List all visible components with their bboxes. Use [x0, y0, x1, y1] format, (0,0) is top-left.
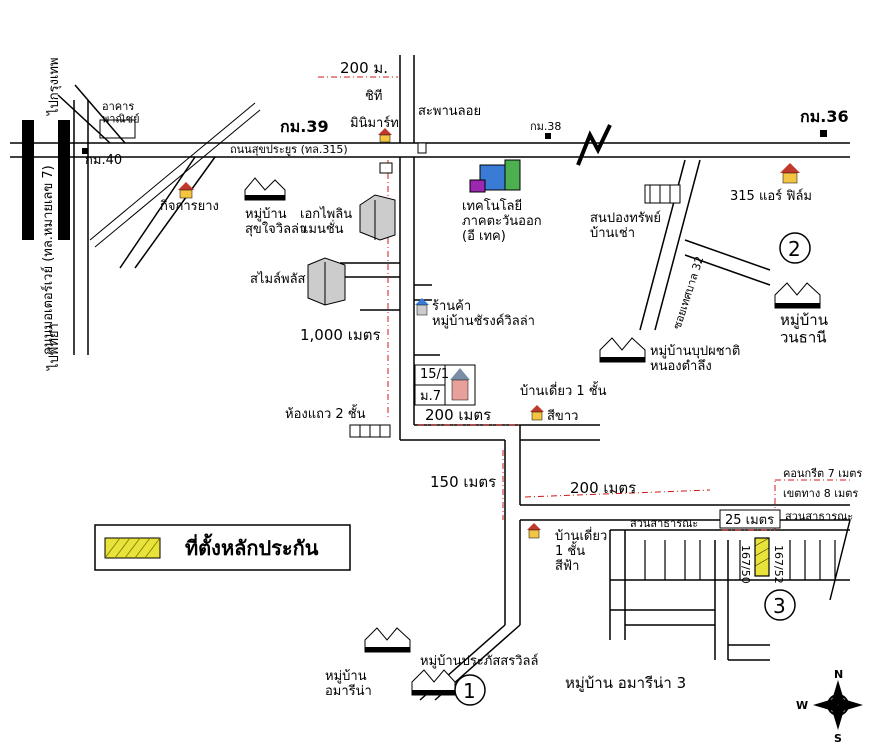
number-markers: 2 3 1 — [454, 232, 811, 706]
legend: ที่ตั้งหลักประกัน — [94, 524, 351, 571]
label-house-15-1: 15/1 — [420, 367, 449, 382]
map-icons — [82, 119, 827, 696]
label-prasat: หมู่บ้านประภัสสรวิลล์ — [420, 653, 538, 669]
label-km36: กม.36 — [800, 107, 849, 126]
village-icon-wanthanee — [774, 282, 821, 309]
label-single-house-1: บ้านเดี่ยว 1 ชั้น — [520, 381, 607, 399]
house-icon-minimart — [378, 128, 392, 143]
collateral-plot — [754, 537, 770, 577]
marker-3-label: 3 — [773, 594, 786, 618]
label-km40: กม.40 — [85, 153, 122, 168]
label-amarina: หมู่บ้านอมารีน่า — [325, 669, 372, 699]
label-wanthanee: หมู่บ้านวนธานี — [780, 311, 828, 346]
label-chiti: ชิที — [365, 88, 382, 104]
label-sapan-loi: สะพานลอย — [418, 104, 481, 119]
label-dist-25m: 25 เมตร — [725, 513, 774, 528]
house-icon-air-film — [780, 163, 800, 184]
label-minimart: มินิมาร์ท — [350, 115, 399, 131]
label-dist-200m-mid: 200 เมตร — [425, 406, 491, 424]
label-dist-1000m: 1,000 เมตร — [300, 326, 381, 344]
label-km39: กม.39 — [280, 117, 329, 136]
km38-marker — [545, 133, 551, 139]
label-width-8m: เขตทาง 8 เมตร — [783, 487, 858, 500]
compass-w: W — [796, 699, 808, 712]
label-to-pattaya: ไปพัทยา — [46, 323, 62, 371]
label-soi-32: ซอยเทศบาล 32 — [670, 255, 706, 331]
label-dist-200m-top: 200 ม. — [340, 59, 388, 77]
building-icon-smile-plus — [307, 257, 346, 306]
label-plot-50: 167/50 — [739, 545, 752, 584]
house-icon-blue — [527, 523, 541, 539]
label-plot-52: 167/52 — [772, 545, 785, 584]
label-townhouse: ห้องแถว 2 ชั้น — [285, 404, 366, 422]
building-icon-savings — [644, 184, 681, 204]
house-icon-shop — [415, 298, 429, 316]
label-dist-200m-lower: 200 เมตร — [570, 479, 636, 497]
legend-collateral-label: ที่ตั้งหลักประกัน — [185, 533, 319, 560]
label-house-moo7: ม.7 — [420, 389, 441, 404]
km40-marker — [82, 148, 88, 154]
village-icon-sukjai — [244, 177, 286, 201]
marker-1-label: 1 — [463, 679, 476, 703]
label-km38: กม.38 — [530, 120, 561, 133]
compass-n: N — [834, 668, 843, 681]
label-dist-150m: 150 เมตร — [430, 473, 496, 491]
label-smile-plus: สไมล์พลัส — [250, 271, 306, 287]
label-rubber: กิจการยาง — [160, 199, 219, 214]
village-icon-prasat — [364, 627, 411, 653]
house-icon-15-1 — [450, 368, 470, 401]
compass-icon: N S W — [796, 668, 863, 745]
building-icon-technology — [469, 159, 521, 193]
marker-1-circle — [454, 674, 486, 706]
km36-marker — [820, 130, 827, 137]
building-icon-ekpailin — [359, 194, 396, 241]
label-public-road-2: สวนสาธารณะ — [785, 510, 853, 523]
village-icon-bupphachart — [599, 337, 646, 363]
label-air-film: 315 แอร์ ฟิล์ม — [730, 188, 812, 204]
motorway-gate: ไปกรุงเทพ ถนนมอเตอร์เวย์ (ทล.หมายเลข 7) … — [22, 57, 70, 371]
marker-2-label: 2 — [788, 237, 801, 261]
label-commercial: อาคารพาณิชย์ — [102, 100, 140, 126]
house-icon-rubber — [178, 182, 194, 199]
village-icon-amarina — [411, 669, 456, 696]
label-outer-ring-road: ถนนมอเตอร์เวย์ (ทล.หมายเลข 7) — [40, 165, 56, 355]
map-labels: อาคารพาณิชย์ กม.40 กม.39 กม.38 กม.36 ถนน… — [85, 59, 862, 699]
label-sukjai: หมู่บ้านสุขใจวิลล่า — [245, 207, 306, 237]
label-ekpailin: เอกไพลินแมนชั่น — [300, 206, 352, 237]
label-concrete: คอนกรีต 7 เมตร — [783, 467, 862, 480]
label-savings: สนปองทรัพย์บ้านเช่า — [590, 210, 661, 241]
compass-s: S — [834, 732, 842, 745]
marker-3-circle — [764, 589, 796, 621]
label-bupphachart: หมู่บ้านบุปผชาติหนองตำลึง — [650, 344, 740, 374]
label-to-bangkok: ไปกรุงเทพ — [46, 57, 62, 116]
label-white: สีขาว — [547, 408, 578, 424]
label-amarina3: หมู่บ้าน อมารีน่า 3 — [565, 674, 686, 692]
house-icon-white — [530, 405, 544, 421]
label-shop-village: ร้านค้าหมู่บ้านชัรงค์วิลล่า — [432, 299, 535, 329]
label-techno: เทคโนโลยีภาคตะวันออก(อี เทค) — [462, 198, 542, 244]
label-sukhumvit: ถนนสุขประยูร (ทล.315) — [230, 143, 348, 156]
label-public-road-1: สวนสาธารณะ — [630, 517, 698, 530]
marker-2-circle — [779, 232, 811, 264]
